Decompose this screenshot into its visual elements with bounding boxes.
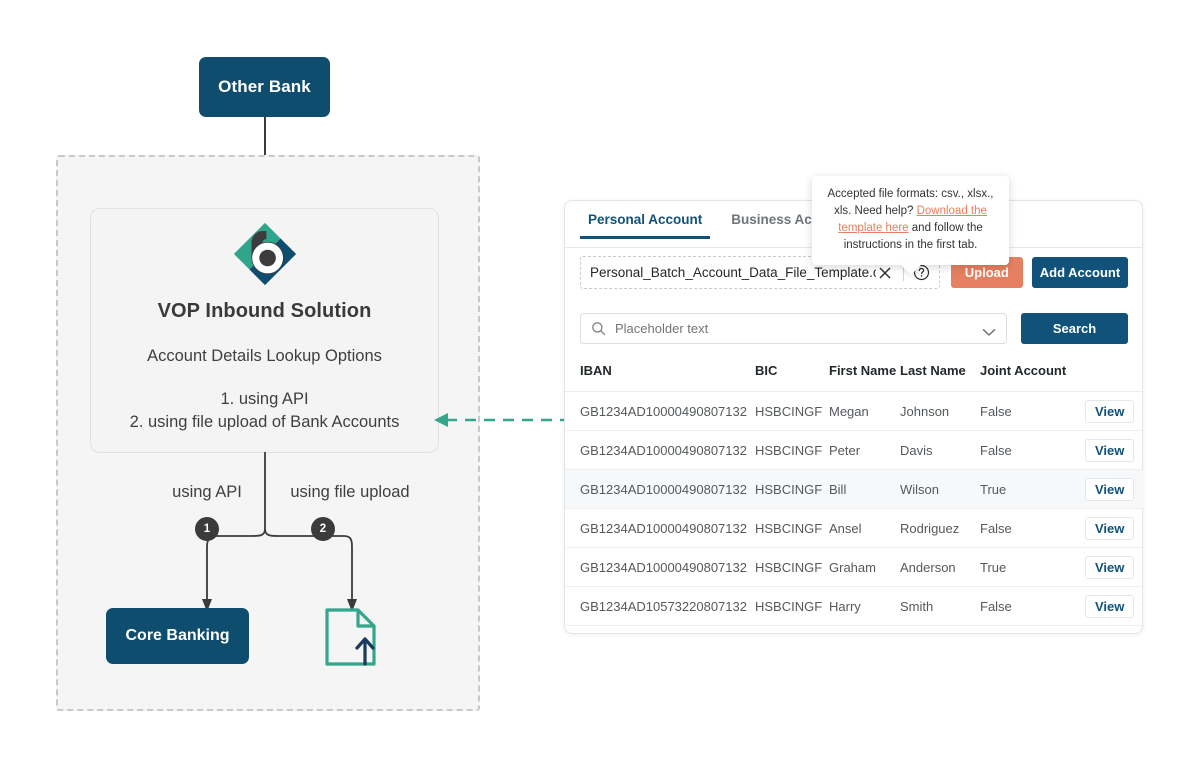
cell-last-name: Davis [900, 430, 980, 470]
cell-actions: View [1085, 469, 1144, 509]
column-header-joint-account: Joint Account [980, 359, 1085, 392]
cell-iban: GB1234AD10000490807132 [565, 547, 755, 587]
cell-bic: HSBCINGF [755, 469, 829, 509]
cell-first-name: Graham [829, 547, 900, 587]
cell-iban: GB1234AD10573220807132 [565, 586, 755, 626]
cell-iban: GB1234AD10000490807132 [565, 508, 755, 548]
cell-first-name: Peter [829, 430, 900, 470]
branch-badge-1: 1 [195, 517, 219, 541]
cell-actions: View [1085, 586, 1144, 626]
cell-joint-account: False [980, 391, 1085, 431]
cell-last-name: Wilson [900, 469, 980, 509]
cell-last-name: Johnson [900, 391, 980, 431]
branch-label-using-api: using API [172, 483, 242, 501]
cell-actions: View [1085, 547, 1144, 587]
tooltip-line-2-suffix: and follow the instructions in the first… [843, 222, 983, 251]
cell-first-name: Megan [829, 391, 900, 431]
file-upload-row: Personal_Batch_Account_Data_File_Templat… [580, 256, 1128, 289]
search-row: Search [580, 313, 1128, 344]
cell-last-name: Smith [900, 586, 980, 626]
tooltip-line-2-prefix: Need help? [854, 205, 917, 217]
cell-first-name: Ansel [829, 508, 900, 548]
accounts-table-header: IBAN BIC First Name Last Name Joint Acco… [565, 359, 1144, 392]
view-button[interactable]: View [1085, 399, 1135, 423]
column-header-actions [1085, 359, 1144, 392]
selected-filename: Personal_Batch_Account_Data_File_Templat… [590, 265, 876, 280]
cell-bic: HSBCINGF [755, 391, 829, 431]
view-button[interactable]: View [1085, 438, 1135, 462]
cell-joint-account: False [980, 430, 1085, 470]
vop-option-1: 1. using API [220, 390, 309, 408]
cell-bic: HSBCINGF [755, 430, 829, 470]
cell-bic: HSBCINGF [755, 586, 829, 626]
column-header-bic: BIC [755, 359, 829, 392]
branch-label-using-file-upload: using file upload [290, 483, 410, 501]
add-account-button[interactable]: Add Account [1031, 257, 1128, 288]
cell-actions: View [1085, 508, 1144, 548]
bottomline-b-diamond-logo-icon [233, 222, 297, 286]
vop-card-title: VOP Inbound Solution [157, 300, 372, 322]
tooltip-line-1: Accepted file formats: csv., xlsx., xls. [827, 188, 994, 217]
cell-last-name: Rodriguez [900, 508, 980, 548]
cell-joint-account: False [980, 508, 1085, 548]
divider [902, 264, 904, 281]
cell-iban: GB1234AD10000490807132 [565, 430, 755, 470]
cell-bic: HSBCINGF [755, 508, 829, 548]
cell-bic: HSBCINGF [755, 547, 829, 587]
cell-last-name: Anderson [900, 547, 980, 587]
question-circle-icon[interactable] [913, 264, 930, 281]
vop-card-subtitle: Account Details Lookup Options [147, 347, 382, 365]
accounts-table: IBAN BIC First Name Last Name Joint Acco… [565, 359, 1144, 626]
cell-iban: GB1234AD10000490807132 [565, 391, 755, 431]
cell-first-name: Harry [829, 586, 900, 626]
close-icon[interactable] [876, 264, 894, 282]
branch-badge-2: 2 [311, 517, 335, 541]
view-button[interactable]: View [1085, 477, 1135, 501]
tab-personal-account[interactable]: Personal Account [580, 201, 711, 239]
vop-card-options: 1. using API 2. using file upload of Ban… [90, 388, 439, 434]
column-header-first-name: First Name [829, 359, 900, 392]
search-input-wrapper[interactable] [580, 313, 1007, 344]
account-management-panel: Personal Account Business Account Person… [564, 200, 1144, 634]
cell-actions: View [1085, 430, 1144, 470]
column-header-iban: IBAN [565, 359, 755, 392]
node-other-bank[interactable]: Other Bank [199, 57, 330, 117]
node-core-banking-label: Core Banking [125, 627, 230, 644]
view-button[interactable]: View [1085, 594, 1135, 618]
cell-joint-account: False [980, 586, 1085, 626]
table-header-row: IBAN BIC First Name Last Name Joint Acco… [565, 359, 1144, 392]
node-core-banking[interactable]: Core Banking [106, 608, 249, 664]
cell-iban: GB1234AD10000490807132 [565, 469, 755, 509]
search-input[interactable] [615, 321, 982, 336]
search-icon [591, 321, 606, 336]
cell-first-name: Bill [829, 469, 900, 509]
vop-option-2: 2. using file upload of Bank Accounts [129, 413, 400, 431]
cell-actions: View [1085, 391, 1144, 431]
search-button[interactable]: Search [1021, 313, 1128, 344]
view-button[interactable]: View [1085, 516, 1135, 540]
file-upload-icon [325, 608, 376, 666]
column-header-last-name: Last Name [900, 359, 980, 392]
cell-joint-account: True [980, 547, 1085, 587]
node-other-bank-label: Other Bank [218, 77, 311, 96]
download-template-link[interactable]: Download the template here [838, 205, 987, 234]
view-button[interactable]: View [1085, 555, 1135, 579]
cell-joint-account: True [980, 469, 1085, 509]
file-format-tooltip: Accepted file formats: csv., xlsx., xls.… [812, 176, 1009, 265]
chevron-down-icon[interactable] [982, 324, 996, 336]
